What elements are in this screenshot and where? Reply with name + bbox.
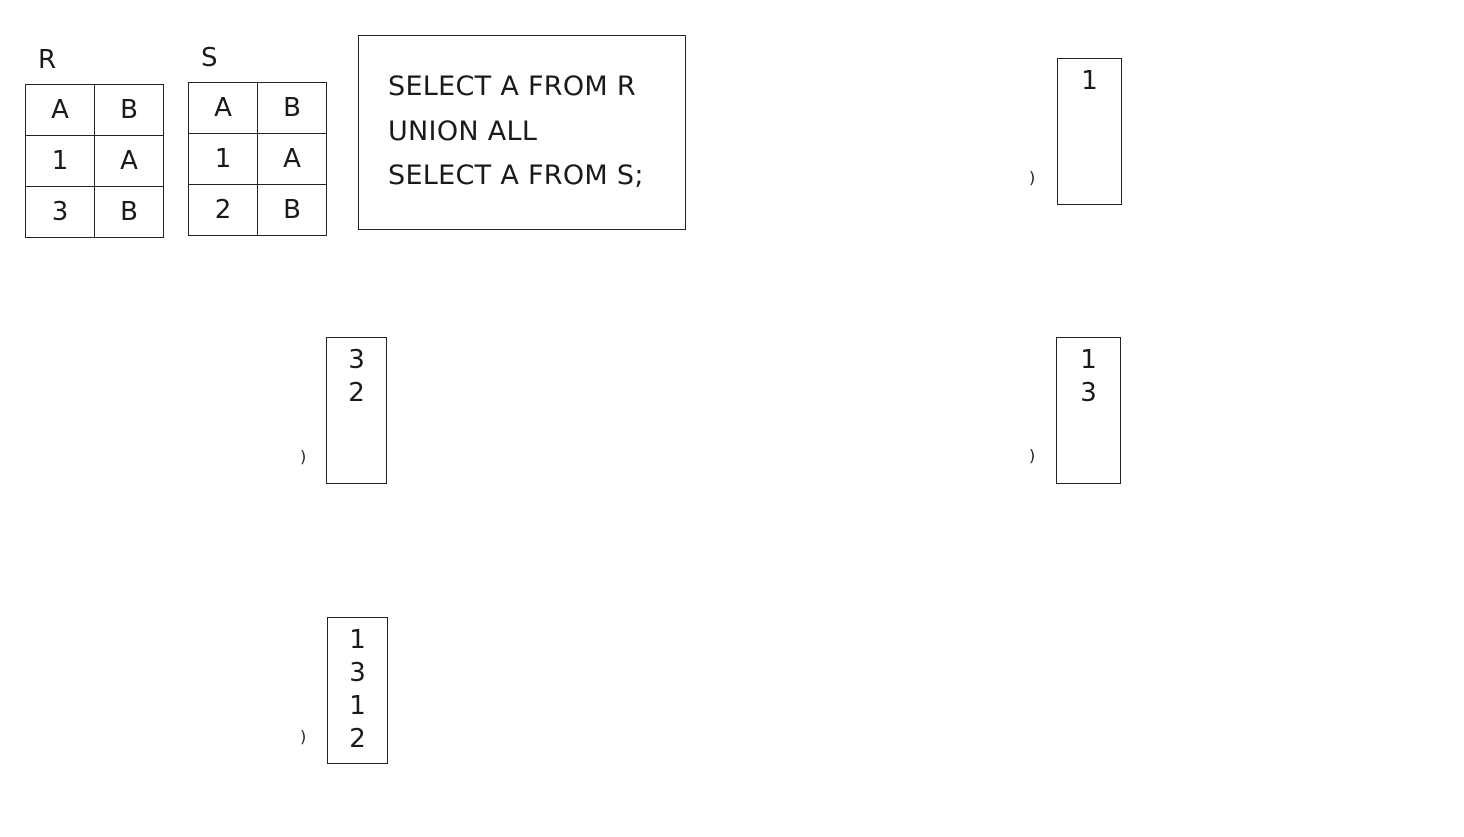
table-cell: A bbox=[94, 135, 164, 187]
result-value: 2 bbox=[349, 724, 366, 754]
result-value: 1 bbox=[1081, 66, 1098, 96]
result-value: 3 bbox=[349, 658, 366, 688]
table-row: 1 A bbox=[188, 133, 327, 185]
query-line: SELECT A FROM S; bbox=[388, 160, 644, 191]
result-value: 3 bbox=[1080, 378, 1097, 408]
table-row: 1 A bbox=[25, 135, 164, 187]
table-header-cell: A bbox=[25, 84, 95, 136]
table-row: 3 B bbox=[25, 186, 164, 238]
table-cell: A bbox=[257, 133, 327, 185]
table-cell: 2 bbox=[188, 184, 258, 236]
option-marker[interactable]: ) bbox=[1029, 168, 1036, 187]
table-cell: B bbox=[94, 186, 164, 238]
option-result-box[interactable]: 1 3 bbox=[1056, 337, 1121, 484]
table-cell: 3 bbox=[25, 186, 95, 238]
table-header-row: A B bbox=[25, 84, 164, 136]
table-header-cell: A bbox=[188, 82, 258, 134]
result-value: 3 bbox=[348, 345, 365, 375]
sql-query-box: SELECT A FROM R UNION ALL SELECT A FROM … bbox=[358, 35, 686, 230]
relation-r-table: A B 1 A 3 B bbox=[25, 84, 164, 238]
query-line: UNION ALL bbox=[388, 116, 538, 147]
option-result-box[interactable]: 1 bbox=[1057, 58, 1122, 205]
result-value: 1 bbox=[1080, 345, 1097, 375]
option-result-box[interactable]: 1 3 1 2 bbox=[327, 617, 388, 764]
result-value: 1 bbox=[349, 625, 366, 655]
relation-r-name: R bbox=[38, 45, 57, 75]
table-cell: B bbox=[257, 184, 327, 236]
table-cell: 1 bbox=[25, 135, 95, 187]
result-value: 1 bbox=[349, 691, 366, 721]
table-header-cell: B bbox=[257, 82, 327, 134]
option-marker[interactable]: ) bbox=[1029, 446, 1036, 465]
table-row: 2 B bbox=[188, 184, 327, 236]
table-cell: 1 bbox=[188, 133, 258, 185]
option-marker[interactable]: ) bbox=[300, 447, 307, 466]
result-value: 2 bbox=[348, 378, 365, 408]
table-header-row: A B bbox=[188, 82, 327, 134]
table-header-cell: B bbox=[94, 84, 164, 136]
relation-s-table: A B 1 A 2 B bbox=[188, 82, 327, 236]
option-marker[interactable]: ) bbox=[300, 727, 307, 746]
option-result-box[interactable]: 3 2 bbox=[326, 337, 387, 484]
relation-s-name: S bbox=[201, 43, 218, 73]
query-line: SELECT A FROM R bbox=[388, 71, 636, 102]
